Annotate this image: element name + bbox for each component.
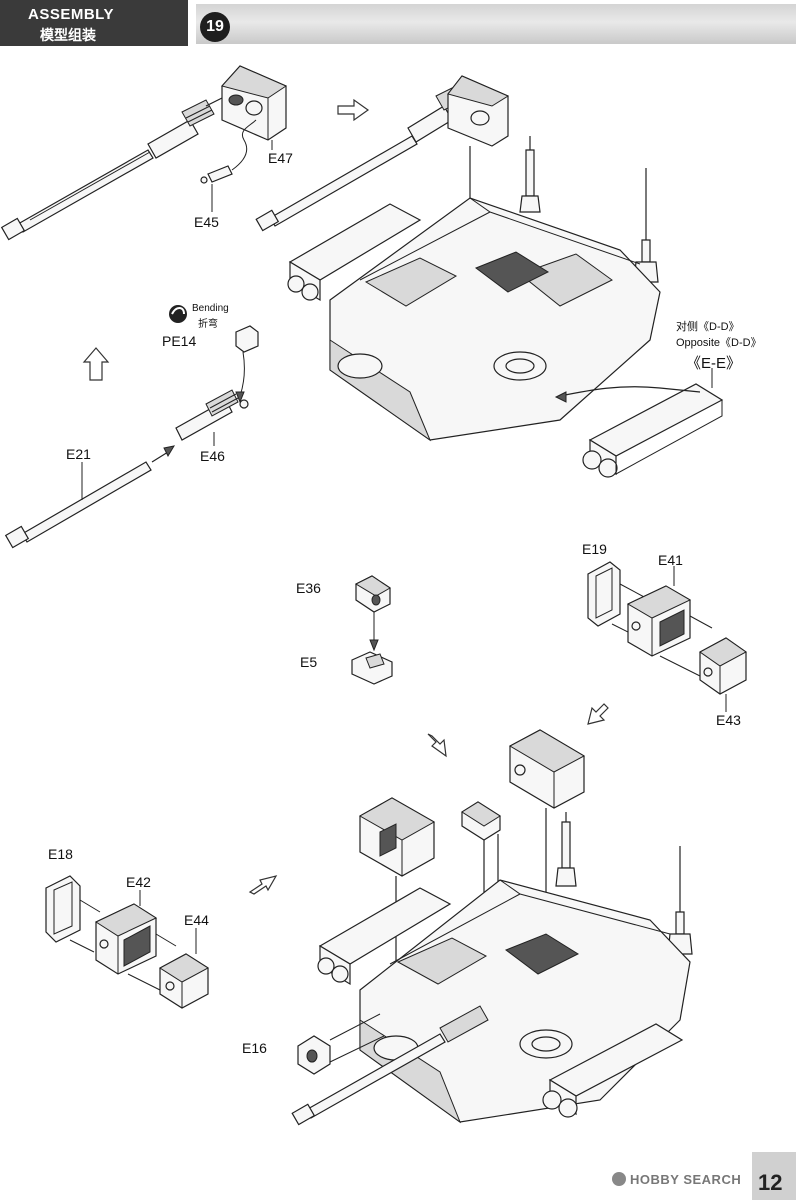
barrel-e21 (4, 445, 176, 549)
label-e47: E47 (268, 150, 293, 166)
label-bending-cn: 折弯 (198, 319, 218, 330)
label-e16: E16 (242, 1040, 267, 1056)
part-e42 (94, 903, 158, 975)
label-e44: E44 (184, 912, 209, 928)
header-bar (0, 0, 188, 46)
sight-left-bottom (358, 797, 436, 877)
header-strip (188, 4, 796, 44)
launcher-e-e (554, 383, 724, 478)
part-e46 (175, 389, 249, 441)
part-e45 (200, 119, 257, 184)
turret-top (255, 75, 661, 442)
label-e36: E36 (296, 580, 321, 596)
label-e46: E46 (200, 448, 225, 464)
part-e5 (351, 651, 393, 685)
arrow-up-icon (82, 347, 110, 381)
label-e5: E5 (300, 654, 318, 670)
label-e45: E45 (194, 214, 219, 230)
label-e19: E19 (582, 541, 607, 557)
label-e41: E41 (658, 552, 683, 568)
label-e43: E43 (716, 712, 741, 728)
part-e41 (626, 585, 692, 657)
header-title: ASSEMBLY (28, 6, 114, 23)
header-subtitle: 模型组装 (40, 27, 96, 43)
part-e16 (297, 1035, 331, 1075)
header-gap (188, 0, 196, 46)
part-e36 (354, 575, 391, 613)
watermark: HOBBY SEARCH (630, 1172, 742, 1187)
part-e36-installed (461, 801, 501, 841)
label-pe14: PE14 (162, 333, 197, 349)
label-e-e: 《E-E》 (686, 355, 742, 372)
turret-bottom (291, 812, 693, 1126)
label-e21: E21 (66, 446, 91, 462)
page-number: 12 (758, 1170, 783, 1195)
hobby-search-logo-icon (612, 1172, 626, 1186)
assembly-lines-e41 (659, 615, 713, 677)
step-number-badge: 19 (200, 12, 230, 42)
sight-right-bottom (508, 729, 586, 809)
assembly-lines-e42 (127, 933, 177, 993)
part-e18 (45, 875, 81, 943)
part-e43 (699, 637, 747, 695)
arrow-e36 (369, 639, 379, 652)
arrow-up-right-icon (248, 875, 278, 895)
label-opposite-en: Opposite《D-D》 (676, 337, 762, 349)
assembly-lines-e18 (69, 899, 101, 953)
barrel-top (0, 97, 223, 241)
arrow-down-right-icon (427, 733, 447, 758)
bending-icon (169, 305, 187, 323)
mantlet-e47-top (221, 65, 288, 141)
arrow-down-left-icon (587, 703, 609, 725)
part-e19 (587, 561, 621, 627)
part-pe14 (235, 325, 259, 404)
assembly-lines-e16 (329, 1013, 385, 1063)
label-bending: Bending (192, 303, 229, 314)
label-e42: E42 (126, 874, 151, 890)
page-number-box: 12 (752, 1152, 796, 1200)
arrow-right-icon (337, 98, 370, 122)
label-opposite-cn: 对侧《D-D》 (676, 321, 740, 333)
label-e18: E18 (48, 846, 73, 862)
part-e44 (159, 953, 209, 1009)
